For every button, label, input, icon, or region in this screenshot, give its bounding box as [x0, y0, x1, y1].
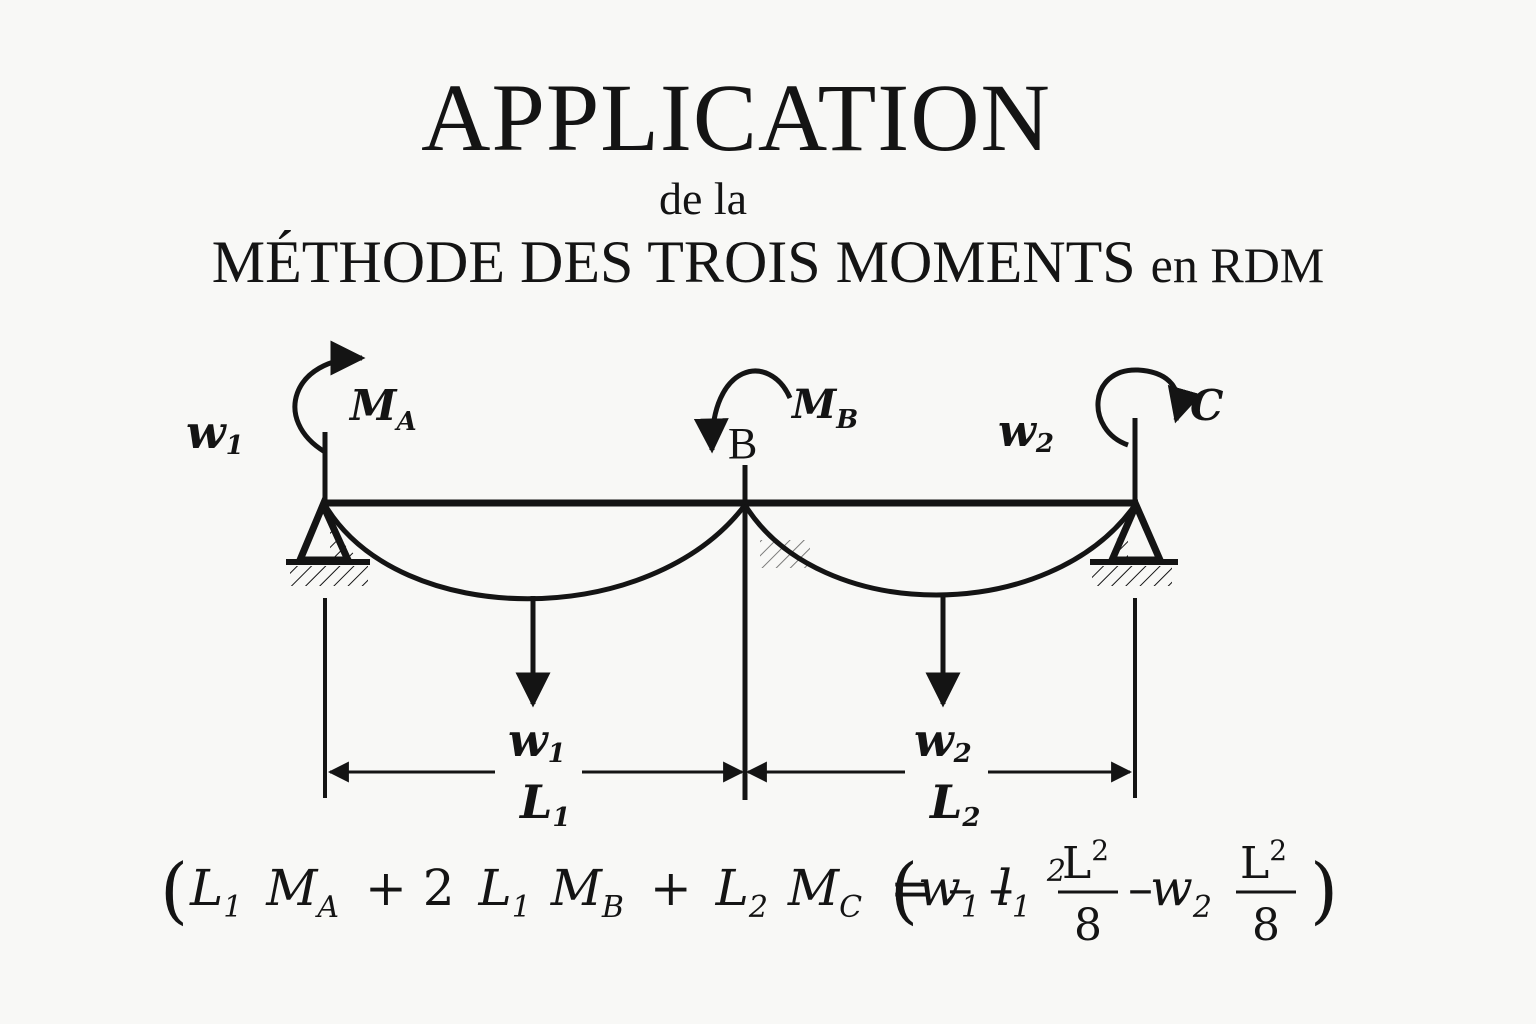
moment-arrow-a: [292, 340, 366, 455]
svg-text:(: (: [890, 848, 918, 932]
svg-text:w1 l1 2: w1 l1 2: [918, 854, 1066, 929]
moment-arrow-b: [693, 368, 793, 454]
support-c: [1090, 496, 1178, 586]
label-load-w1: w1: [508, 713, 566, 769]
label-w2: w2: [998, 406, 1054, 459]
moment-arrow-c: [1095, 367, 1202, 448]
svg-text:(: (: [160, 848, 188, 932]
three-moment-equation: ( L1 MA + 2 L1 MB + L2 MC = – – ( w1 l1 …: [160, 834, 1338, 951]
label-load-w2: w2: [914, 713, 972, 769]
svg-text:–: –: [1128, 859, 1153, 917]
label-ma: MA: [348, 381, 417, 437]
deflection-span-1: [322, 503, 747, 602]
svg-text:L2: L2: [1240, 834, 1287, 889]
label-w1: w1: [186, 405, 244, 461]
hatch-b: [760, 540, 810, 568]
svg-text:w2: w2: [1150, 859, 1212, 925]
title-line-3-main: MÉTHODE DES TROIS MOMENTS: [211, 229, 1136, 295]
deflection-span-2: [742, 503, 1138, 598]
svg-text:8: 8: [1252, 900, 1280, 951]
title-line-1: APPLICATION: [421, 64, 1051, 171]
svg-text:L2: L2: [1062, 834, 1109, 889]
support-a: [286, 496, 370, 586]
svg-text:L1 MA + 2 L1: L1 MA + 2 L1 MB + L2 MC = – –: [189, 859, 1014, 929]
label-l1: L1: [518, 775, 570, 833]
title-line-3: MÉTHODE DES TROIS MOMENTS en RDM: [0, 228, 1536, 297]
label-l2: L2: [928, 775, 980, 833]
title-line-3-suffix: en RDM: [1150, 237, 1325, 293]
label-c: C: [1190, 381, 1224, 430]
title-line-2: de la: [658, 173, 748, 224]
svg-text:): ): [1310, 848, 1338, 932]
svg-text:8: 8: [1074, 900, 1102, 951]
label-b: B: [728, 419, 757, 468]
label-mb: MB: [790, 381, 858, 435]
